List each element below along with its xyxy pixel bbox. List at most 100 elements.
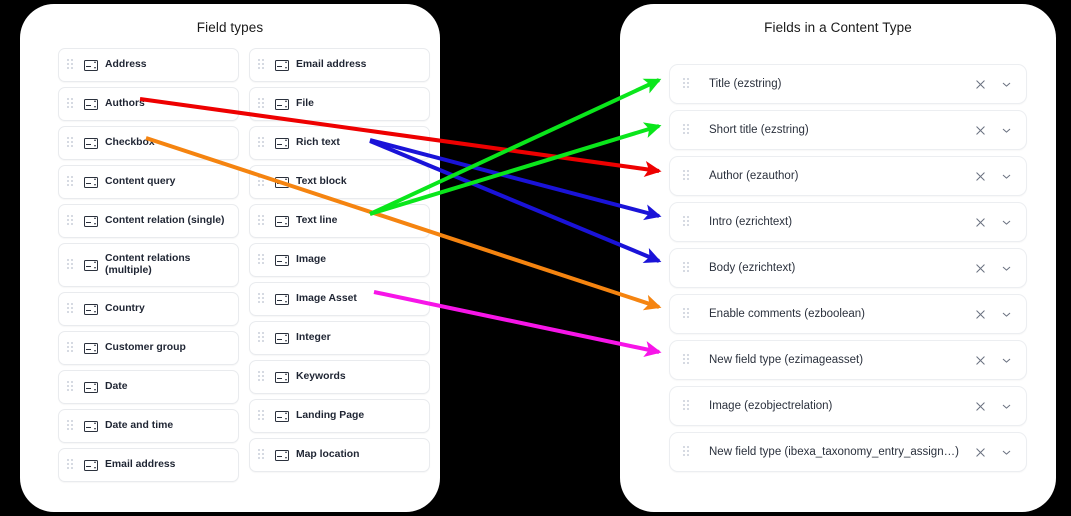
field-type-card[interactable]: Map location xyxy=(249,438,430,472)
drag-handle-icon[interactable] xyxy=(258,449,266,461)
content-type-field-row[interactable]: New field type (ibexa_taxonomy_entry_ass… xyxy=(669,432,1027,472)
chevron-down-icon[interactable] xyxy=(998,352,1014,368)
close-icon[interactable] xyxy=(972,398,988,414)
drag-handle-icon[interactable] xyxy=(67,98,75,110)
drag-handle-icon[interactable] xyxy=(258,98,266,110)
drag-handle-icon[interactable] xyxy=(67,303,75,315)
drag-handle-icon[interactable] xyxy=(258,254,266,266)
content-type-field-label: Author (ezauthor) xyxy=(709,170,799,182)
close-icon[interactable] xyxy=(972,76,988,92)
field-type-card[interactable]: Text block xyxy=(249,165,430,199)
field-type-icon xyxy=(84,215,98,227)
drag-handle-icon[interactable] xyxy=(67,176,75,188)
content-type-field-row[interactable]: Intro (ezrichtext) xyxy=(669,202,1027,242)
chevron-down-icon[interactable] xyxy=(998,76,1014,92)
chevron-down-icon[interactable] xyxy=(998,260,1014,276)
field-type-icon xyxy=(84,59,98,71)
drag-handle-icon[interactable] xyxy=(67,459,75,471)
drag-handle-icon[interactable] xyxy=(258,215,266,227)
field-type-card[interactable]: Content relations (multiple) xyxy=(58,243,239,287)
content-type-field-row[interactable]: Enable comments (ezboolean) xyxy=(669,294,1027,334)
field-type-card[interactable]: Checkbox xyxy=(58,126,239,160)
content-type-field-label: New field type (ezimageasset) xyxy=(709,354,864,366)
drag-handle-icon[interactable] xyxy=(258,410,266,422)
field-type-icon xyxy=(275,215,289,227)
field-type-icon xyxy=(84,98,98,110)
chevron-down-icon[interactable] xyxy=(998,122,1014,138)
drag-handle-icon[interactable] xyxy=(683,446,691,458)
content-type-field-row[interactable]: Short title (ezstring) xyxy=(669,110,1027,150)
field-type-card[interactable]: Landing Page xyxy=(249,399,430,433)
field-type-card[interactable]: Keywords xyxy=(249,360,430,394)
drag-handle-icon[interactable] xyxy=(67,215,75,227)
content-type-field-row[interactable]: Body (ezrichtext) xyxy=(669,248,1027,288)
content-type-field-actions xyxy=(972,444,1014,460)
content-type-field-label: New field type (ibexa_taxonomy_entry_ass… xyxy=(709,446,959,458)
field-type-icon xyxy=(275,410,289,422)
close-icon[interactable] xyxy=(972,168,988,184)
close-icon[interactable] xyxy=(972,352,988,368)
drag-handle-icon[interactable] xyxy=(67,137,75,149)
field-type-icon xyxy=(84,259,98,271)
drag-handle-icon[interactable] xyxy=(258,332,266,344)
drag-handle-icon[interactable] xyxy=(67,59,75,71)
content-type-field-label: Short title (ezstring) xyxy=(709,124,809,136)
content-type-field-row[interactable]: Image (ezobjectrelation) xyxy=(669,386,1027,426)
close-icon[interactable] xyxy=(972,444,988,460)
drag-handle-icon[interactable] xyxy=(258,59,266,71)
field-type-card[interactable]: Image xyxy=(249,243,430,277)
field-type-card[interactable]: Date and time xyxy=(58,409,239,443)
close-icon[interactable] xyxy=(972,122,988,138)
content-type-field-label: Intro (ezrichtext) xyxy=(709,216,793,228)
drag-handle-icon[interactable] xyxy=(258,176,266,188)
field-type-label: Email address xyxy=(105,458,176,470)
drag-handle-icon[interactable] xyxy=(683,354,691,366)
field-type-card[interactable]: Text line xyxy=(249,204,430,238)
content-type-field-actions xyxy=(972,76,1014,92)
field-type-label: Integer xyxy=(296,331,331,343)
field-type-card[interactable]: Authors xyxy=(58,87,239,121)
field-type-card[interactable]: Email address xyxy=(249,48,430,82)
drag-handle-icon[interactable] xyxy=(258,371,266,383)
content-type-field-actions xyxy=(972,352,1014,368)
drag-handle-icon[interactable] xyxy=(683,400,691,412)
drag-handle-icon[interactable] xyxy=(67,381,75,393)
field-type-card[interactable]: File xyxy=(249,87,430,121)
chevron-down-icon[interactable] xyxy=(998,444,1014,460)
chevron-down-icon[interactable] xyxy=(998,306,1014,322)
content-type-field-row[interactable]: Title (ezstring) xyxy=(669,64,1027,104)
drag-handle-icon[interactable] xyxy=(67,259,75,271)
drag-handle-icon[interactable] xyxy=(683,170,691,182)
close-icon[interactable] xyxy=(972,306,988,322)
content-type-field-row[interactable]: Author (ezauthor) xyxy=(669,156,1027,196)
field-type-icon xyxy=(84,459,98,471)
field-type-card[interactable]: Rich text xyxy=(249,126,430,160)
field-type-icon xyxy=(275,293,289,305)
field-type-card[interactable]: Integer xyxy=(249,321,430,355)
drag-handle-icon[interactable] xyxy=(683,78,691,90)
chevron-down-icon[interactable] xyxy=(998,168,1014,184)
field-type-card[interactable]: Customer group xyxy=(58,331,239,365)
field-type-label: Text block xyxy=(296,175,347,187)
field-type-card[interactable]: Date xyxy=(58,370,239,404)
drag-handle-icon[interactable] xyxy=(258,293,266,305)
drag-handle-icon[interactable] xyxy=(67,342,75,354)
close-icon[interactable] xyxy=(972,214,988,230)
field-type-card[interactable]: Content relation (single) xyxy=(58,204,239,238)
field-type-icon xyxy=(84,342,98,354)
close-icon[interactable] xyxy=(972,260,988,276)
field-type-card[interactable]: Image Asset xyxy=(249,282,430,316)
chevron-down-icon[interactable] xyxy=(998,398,1014,414)
drag-handle-icon[interactable] xyxy=(683,262,691,274)
chevron-down-icon[interactable] xyxy=(998,214,1014,230)
drag-handle-icon[interactable] xyxy=(683,124,691,136)
field-type-card[interactable]: Content query xyxy=(58,165,239,199)
drag-handle-icon[interactable] xyxy=(67,420,75,432)
field-type-card[interactable]: Address xyxy=(58,48,239,82)
drag-handle-icon[interactable] xyxy=(683,308,691,320)
content-type-field-row[interactable]: New field type (ezimageasset) xyxy=(669,340,1027,380)
field-type-card[interactable]: Country xyxy=(58,292,239,326)
drag-handle-icon[interactable] xyxy=(258,137,266,149)
field-type-card[interactable]: Email address xyxy=(58,448,239,482)
drag-handle-icon[interactable] xyxy=(683,216,691,228)
